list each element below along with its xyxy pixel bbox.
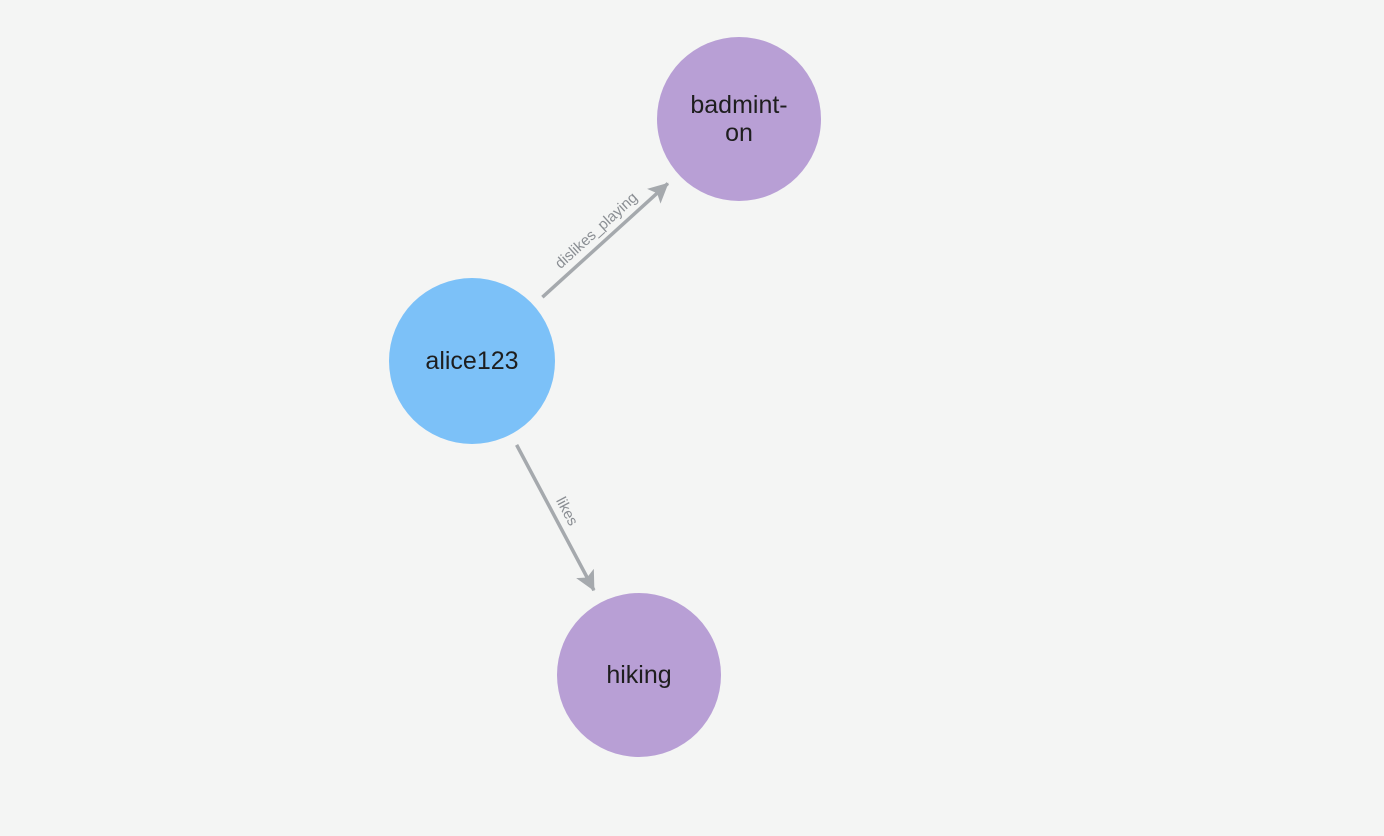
graph-edge-dislikes_playing[interactable]: [541, 182, 670, 299]
graph-node-badminton[interactable]: [657, 37, 821, 201]
node-label-hiking: hiking: [606, 661, 671, 689]
graph-edge-likes[interactable]: [515, 444, 596, 592]
node-label-alice123: alice123: [425, 347, 518, 375]
graph-node-hiking[interactable]: [557, 593, 721, 757]
node-label-badminton: badmint-on: [690, 91, 787, 147]
graph-node-alice123[interactable]: [389, 278, 555, 444]
nodes-layer: alice123 badmint-on hiking: [389, 37, 821, 757]
